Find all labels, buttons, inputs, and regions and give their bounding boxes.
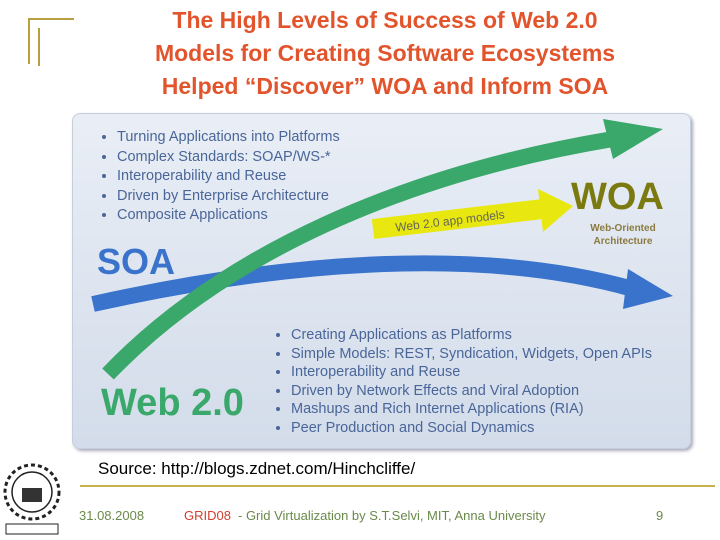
bullet: Simple Models: REST, Syndication, Widget… (291, 345, 652, 364)
soa-arrow (91, 255, 636, 312)
arrows (91, 119, 673, 380)
bullet: Driven by Network Effects and Viral Adop… (291, 382, 652, 401)
bullet: Interoperability and Reuse (117, 167, 340, 187)
footer-date: 31.08.2008 (79, 508, 145, 523)
soa-bullets: Turning Applications into Platforms Comp… (99, 128, 340, 226)
source-citation: Source: http://blogs.zdnet.com/Hinchclif… (98, 459, 416, 478)
footer-divider (80, 485, 715, 487)
footer-event: GRID08 (184, 508, 231, 523)
woa-sub: Architecture (593, 236, 653, 247)
title-line: Models for Creating Software Ecosystems (154, 40, 616, 66)
university-logo (3, 463, 61, 535)
yellow-arrowhead (538, 189, 573, 232)
soa-label: SOA (97, 241, 176, 282)
bullet: Peer Production and Social Dynamics (291, 419, 652, 438)
bullet: Interoperability and Reuse (291, 363, 652, 382)
bullet: Complex Standards: SOAP/WS-* (117, 148, 340, 168)
woa-label: WOA (571, 176, 664, 218)
yellow-arrow (371, 199, 545, 239)
title-line: The High Levels of Success of Web 2.0 (172, 7, 598, 33)
bullet: Creating Applications as Platforms (291, 326, 652, 345)
soa-arrowhead (623, 269, 673, 309)
web20-arrowhead (603, 119, 663, 159)
decor-corner (28, 18, 74, 64)
web20-label: Web 2.0 (101, 382, 244, 424)
bullet: Turning Applications into Platforms (117, 128, 340, 148)
diagram-panel: Turning Applications into Platforms Comp… (72, 113, 691, 449)
bullet: Mashups and Rich Internet Applications (… (291, 400, 652, 419)
slide-title: The High Levels of Success of Web 2.0 Mo… (90, 4, 680, 103)
web20-bullets: Creating Applications as Platforms Simpl… (273, 326, 652, 438)
title-line: Helped “Discover” WOA and Inform SOA (161, 73, 609, 99)
footer-text: - Grid Virtualization by S.T.Selvi, MIT,… (238, 508, 546, 523)
bullet: Driven by Enterprise Architecture (117, 187, 340, 207)
decor-line (38, 28, 40, 66)
web20-arrow (102, 131, 615, 380)
bullet: Composite Applications (117, 206, 340, 226)
woa-sub: Web-Oriented (590, 223, 656, 234)
page-number: 9 (656, 508, 664, 523)
